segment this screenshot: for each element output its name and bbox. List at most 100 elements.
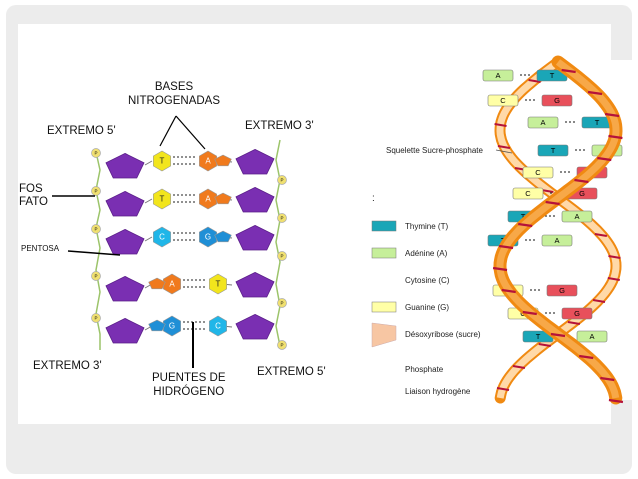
nitrogen-base xyxy=(153,226,171,248)
pentosa-pointer-line xyxy=(67,250,121,256)
legend-sugar-swatch xyxy=(371,322,397,348)
pentose-sugar xyxy=(235,271,275,298)
pentose-sugar xyxy=(105,228,145,255)
legend-phosphate-label: Phosphate xyxy=(405,365,444,374)
phosphate-letter: P xyxy=(280,178,283,183)
hydrogen-bond-dot xyxy=(534,289,536,291)
base-block xyxy=(527,116,559,129)
nitrogen-base xyxy=(199,226,217,248)
base-block xyxy=(546,284,578,297)
base-block xyxy=(487,94,519,107)
base-letter: A xyxy=(589,332,594,341)
pentose-sugar xyxy=(105,190,145,217)
glycosidic-bond xyxy=(144,198,153,204)
base-letter: G xyxy=(559,286,565,295)
base-block xyxy=(541,94,573,107)
phosphate-group xyxy=(518,222,533,228)
base-letter: C xyxy=(215,322,221,331)
hydrogen-bond-dot xyxy=(549,312,551,314)
nitrogen-base-ring xyxy=(214,230,232,243)
phosphate-letter: P xyxy=(280,343,283,348)
base-letter: A xyxy=(169,280,175,289)
nitrogen-base xyxy=(199,150,217,172)
phosphate-group xyxy=(541,189,554,193)
right-backbone-strand xyxy=(275,139,281,347)
base-letter: T xyxy=(160,195,165,204)
pentose-sugar xyxy=(235,224,275,251)
legend-guanine-swatch xyxy=(371,301,397,313)
legend-hbond-label: Liaison hydrogène xyxy=(405,387,471,396)
phosphate-letter: P xyxy=(280,216,283,221)
fosfato-line1: FOS xyxy=(19,183,43,195)
base-letter: C xyxy=(535,168,541,177)
base-letter: A xyxy=(554,236,559,245)
base-letter: G xyxy=(554,96,560,105)
base-block xyxy=(512,187,544,200)
phosphate-circle xyxy=(277,340,287,350)
nitrogen-base xyxy=(163,273,181,295)
phosphate-circle xyxy=(277,251,287,261)
phosphate-circle xyxy=(277,298,287,308)
phosphate-group xyxy=(579,354,594,360)
base-letter: T xyxy=(216,280,221,289)
base-block xyxy=(522,166,554,179)
bases-line1: BASES xyxy=(154,81,194,93)
bases-line2: NITROGENADAS xyxy=(128,95,221,107)
extremo5-bottom-label: EXTREMO 5' xyxy=(257,366,326,378)
base-letter: A xyxy=(540,118,545,127)
nitrogen-base-ring xyxy=(214,192,232,205)
phosphate-group xyxy=(604,112,620,118)
phosphate-circle xyxy=(277,175,287,185)
phosphate-group xyxy=(608,255,621,259)
pentose-sugar xyxy=(105,152,145,179)
legend-cytosine-label: Cytosine (C) xyxy=(405,276,450,285)
phosphate-letter: P xyxy=(94,316,97,321)
phosphate-group xyxy=(494,123,507,127)
nitrogen-base xyxy=(209,315,227,337)
hydrogen-bond-dot xyxy=(568,171,570,173)
base-letter: G xyxy=(574,309,580,318)
phosphate-group xyxy=(538,343,551,347)
base-letter: G xyxy=(205,233,211,242)
base-block xyxy=(537,144,569,157)
phosphate-group xyxy=(501,288,516,294)
base-letter: G xyxy=(579,189,585,198)
phosphate-group xyxy=(550,332,566,338)
phosphate-group xyxy=(567,321,581,325)
legend-guanine-label: Guanine (G) xyxy=(405,303,450,312)
puentes-line2: HIDRÓGENO xyxy=(153,386,225,398)
phosphate-circle xyxy=(91,148,101,158)
hydrogen-bond-dot xyxy=(520,74,522,76)
base-block xyxy=(482,69,514,82)
hydrogen-bond-dot xyxy=(545,312,547,314)
hydrogen-bond-dot xyxy=(553,312,555,314)
nitrogen-base xyxy=(163,315,181,337)
nitrogen-base xyxy=(153,188,171,210)
nitrogen-base xyxy=(209,273,227,295)
bases-pointer-line xyxy=(159,115,177,147)
legend-colon: : xyxy=(372,193,375,204)
base-letter: T xyxy=(595,118,600,127)
base-letter: A xyxy=(205,157,211,166)
base-letter: C xyxy=(159,233,165,242)
phosphate-group xyxy=(522,310,537,316)
hydrogen-bond-dot xyxy=(525,99,527,101)
bases-pointer-line xyxy=(175,115,206,150)
hydrogen-bond-dot xyxy=(553,215,555,217)
extremo3-bottom-label: EXTREMO 3' xyxy=(33,360,102,372)
base-letter: G xyxy=(169,322,175,331)
base-letter: T xyxy=(160,157,165,166)
pentose-sugar xyxy=(235,313,275,340)
base-block xyxy=(576,330,608,343)
fosfato-line2: FATO xyxy=(19,196,48,208)
base-letter: T xyxy=(521,212,526,221)
legend-thymine-swatch xyxy=(371,220,397,232)
hydrogen-bond-dot xyxy=(575,149,577,151)
hydrogen-bond-dot xyxy=(533,99,535,101)
phosphate-group xyxy=(497,145,511,149)
base-block xyxy=(561,307,593,320)
phosphate-group xyxy=(592,299,606,303)
hydrogen-bond-dot xyxy=(529,99,531,101)
phosphate-group xyxy=(574,178,589,184)
